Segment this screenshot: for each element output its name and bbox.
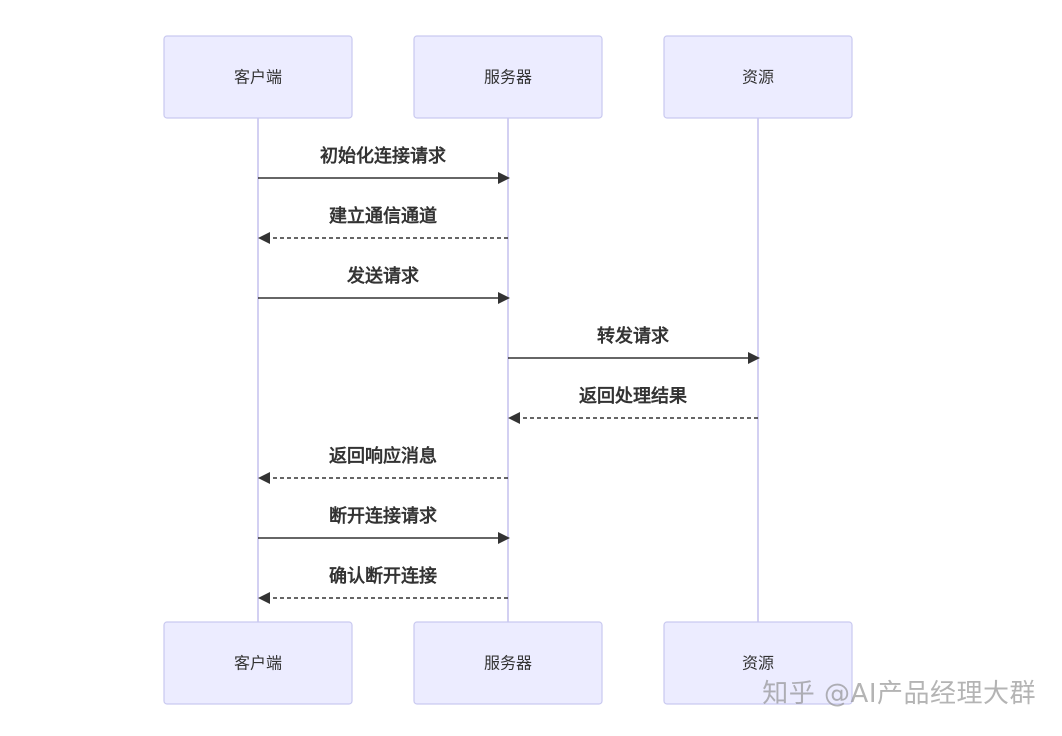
message-label: 断开连接请求 (329, 505, 438, 527)
message-label: 初始化连接请求 (320, 145, 447, 167)
arrowhead-icon (498, 532, 510, 544)
actor-box (413, 621, 603, 705)
message-label: 返回处理结果 (579, 385, 688, 407)
actor-server-top: 服务器 (413, 35, 603, 119)
actor-label: 客户端 (234, 654, 282, 673)
actor-box (163, 621, 353, 705)
message-label: 转发请求 (597, 325, 670, 347)
actor-label: 资源 (742, 654, 774, 673)
message-label: 返回响应消息 (329, 445, 437, 467)
actor-box (663, 35, 853, 119)
actor-label: 客户端 (234, 68, 282, 87)
arrowhead-icon (258, 472, 270, 484)
actor-server-bottom: 服务器 (413, 621, 603, 705)
arrowhead-icon (748, 352, 760, 364)
arrowhead-icon (498, 292, 510, 304)
message-5: 返回处理结果 (508, 385, 758, 424)
actor-client-top: 客户端 (163, 35, 353, 119)
arrowhead-icon (498, 172, 510, 184)
actor-client-bottom: 客户端 (163, 621, 353, 705)
message-4: 转发请求 (508, 325, 760, 364)
message-label: 建立通信通道 (329, 205, 437, 227)
message-6: 返回响应消息 (258, 445, 508, 484)
actor-box (413, 35, 603, 119)
actor-label: 资源 (742, 68, 774, 87)
message-1: 初始化连接请求 (258, 145, 510, 184)
message-label: 发送请求 (346, 265, 420, 287)
arrowhead-icon (258, 592, 270, 604)
actor-resource-bottom: 资源 (663, 621, 853, 705)
arrowhead-icon (258, 232, 270, 244)
message-3: 发送请求 (258, 265, 510, 304)
actor-label: 服务器 (484, 654, 532, 673)
message-label: 确认断开连接 (329, 565, 437, 587)
actor-label: 服务器 (484, 68, 532, 87)
message-2: 建立通信通道 (258, 205, 508, 244)
actor-box (163, 35, 353, 119)
watermark-text: 知乎 @AI产品经理大群 (762, 679, 1036, 709)
message-7: 断开连接请求 (258, 505, 510, 544)
arrowhead-icon (508, 412, 520, 424)
actor-resource-top: 资源 (663, 35, 853, 119)
actor-box (663, 621, 853, 705)
message-8: 确认断开连接 (258, 565, 508, 604)
